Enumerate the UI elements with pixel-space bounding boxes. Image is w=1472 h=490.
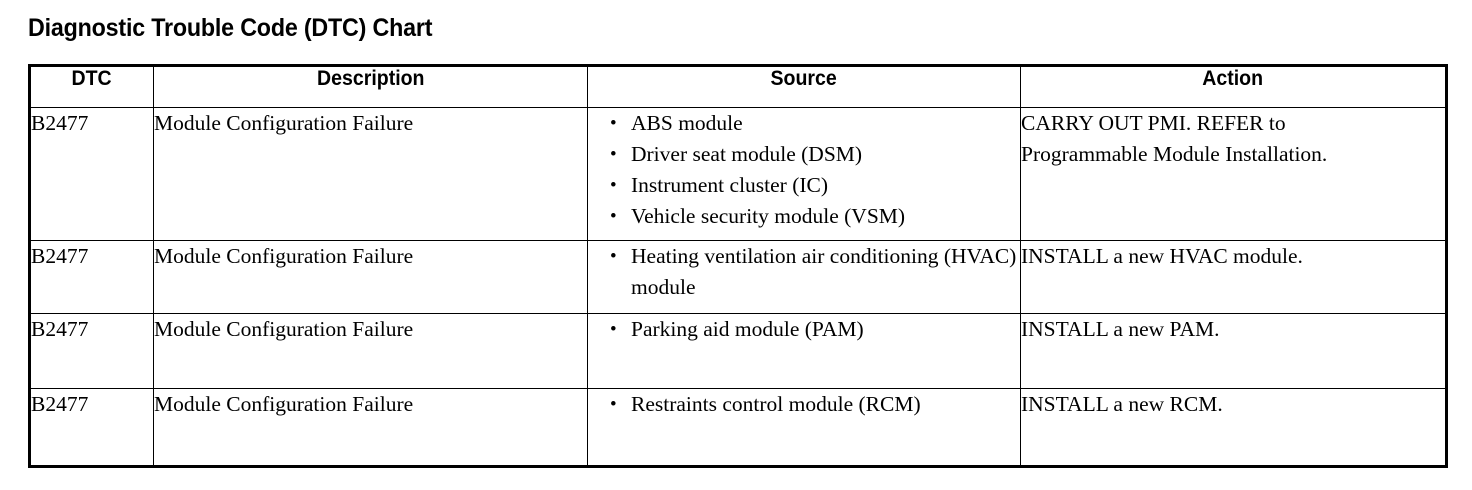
source-list-item: Parking aid module (PAM): [610, 314, 1020, 345]
column-header-description-label: Description: [316, 67, 425, 90]
source-list: Heating ventilation air conditioning (HV…: [588, 241, 1020, 303]
column-header-action-label: Action: [1202, 67, 1264, 90]
cell-action: INSTALL a new PAM.: [1020, 313, 1447, 389]
cell-source: Parking aid module (PAM): [587, 313, 1021, 389]
source-list-item: Instrument cluster (IC): [610, 170, 1020, 201]
cell-action: INSTALL a new HVAC module.: [1020, 240, 1447, 314]
source-list: Parking aid module (PAM): [588, 314, 1020, 345]
cell-dtc: B2477: [29, 388, 154, 467]
cell-source: Heating ventilation air conditioning (HV…: [587, 240, 1021, 314]
table-header-row: DTC Description Source Action: [29, 65, 1447, 108]
cell-dtc: B2477: [29, 107, 154, 241]
cell-action: CARRY OUT PMI. REFER to Programmable Modu…: [1020, 107, 1447, 241]
action-line: INSTALL a new RCM.: [1021, 392, 1223, 416]
cell-source: ABS moduleDriver seat module (DSM)Instru…: [587, 107, 1021, 241]
action-line: INSTALL a new HVAC module.: [1021, 244, 1303, 268]
action-line: CARRY OUT PMI. REFER to: [1021, 111, 1286, 135]
source-list-item: Heating ventilation air conditioning (HV…: [610, 241, 1020, 303]
source-list: ABS moduleDriver seat module (DSM)Instru…: [588, 108, 1020, 232]
source-list: Restraints control module (RCM): [588, 389, 1020, 420]
page-title: Diagnostic Trouble Code (DTC) Chart: [28, 14, 433, 42]
cell-dtc: B2477: [29, 313, 154, 389]
table-header: DTC Description Source Action: [29, 65, 1447, 108]
cell-description: Module Configuration Failure: [153, 388, 588, 467]
column-header-description: Description: [153, 65, 588, 108]
cell-source: Restraints control module (RCM): [587, 388, 1021, 467]
source-list-item: Vehicle security module (VSM): [610, 201, 1020, 232]
column-header-dtc-label: DTC: [71, 67, 113, 90]
cell-description: Module Configuration Failure: [153, 313, 588, 389]
source-list-item: Restraints control module (RCM): [610, 389, 1020, 420]
action-line: Programmable Module Installation.: [1021, 142, 1328, 166]
column-header-action: Action: [1020, 65, 1447, 108]
action-line: INSTALL a new PAM.: [1021, 317, 1220, 341]
cell-dtc: B2477: [29, 240, 154, 314]
source-list-item: ABS module: [610, 108, 1020, 139]
column-header-dtc: DTC: [29, 65, 154, 108]
cell-description: Module Configuration Failure: [153, 107, 588, 241]
cell-action: INSTALL a new RCM.: [1020, 388, 1447, 467]
source-list-item: Driver seat module (DSM): [610, 139, 1020, 170]
column-header-source: Source: [587, 65, 1021, 108]
column-header-source-label: Source: [770, 67, 838, 90]
cell-description: Module Configuration Failure: [153, 240, 588, 314]
